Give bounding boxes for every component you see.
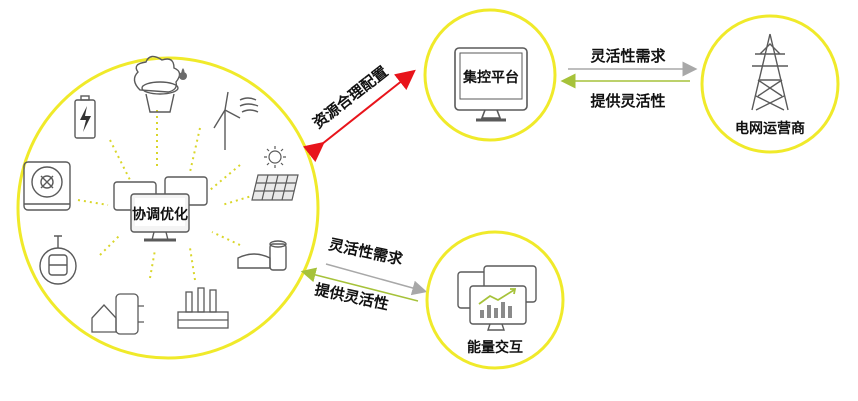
computer-icon bbox=[454, 47, 528, 122]
solar-panel-icon bbox=[251, 174, 299, 201]
control-platform-label: 集控平台 bbox=[462, 69, 519, 86]
chp-plant-icon bbox=[133, 55, 187, 113]
top-flex-demand-label: 灵活性需求 bbox=[590, 47, 666, 65]
ev-bus-icon bbox=[39, 235, 77, 285]
dashboard-monitors-icon bbox=[457, 265, 537, 331]
battery-icon bbox=[74, 95, 96, 139]
bottom-flex-supply-label: 提供灵活性 bbox=[313, 280, 390, 313]
radial-dotted-lines bbox=[77, 110, 256, 281]
grid-operator-label: 电网运营商 bbox=[735, 120, 805, 137]
top-flex-link: 灵活性需求 提供灵活性 bbox=[560, 47, 698, 110]
bottom-flex-demand-arrow bbox=[325, 263, 428, 296]
grid-operator-group: 电网运营商 bbox=[700, 14, 840, 154]
bottom-flex-supply-arrow bbox=[300, 267, 419, 302]
energy-exchange-group: 能量交互 bbox=[425, 230, 565, 370]
top-flex-supply-label: 提供灵活性 bbox=[590, 92, 665, 110]
coordination-group: 协调优化 bbox=[16, 55, 320, 360]
washing-machine-icon bbox=[23, 161, 71, 211]
resource-allocation-link: 资源合理配置 bbox=[302, 63, 416, 163]
sun-icon bbox=[264, 146, 286, 168]
wind-turbine-icon bbox=[213, 91, 259, 150]
water-heater-icon bbox=[91, 293, 144, 335]
energy-exchange-label: 能量交互 bbox=[467, 339, 523, 356]
coordination-label: 协调优化 bbox=[132, 206, 188, 223]
bottom-flex-demand-label: 灵活性需求 bbox=[327, 235, 405, 268]
control-platform-group: 集控平台 bbox=[423, 8, 557, 142]
bottom-flex-link: 灵活性需求 提供灵活性 bbox=[300, 235, 428, 314]
gas-tank-icon bbox=[237, 240, 287, 271]
resource-allocation-arrow bbox=[302, 69, 416, 163]
factory-icon bbox=[177, 287, 229, 329]
grid-operator-circle bbox=[700, 14, 840, 154]
transmission-tower-icon bbox=[751, 33, 789, 111]
monitor-cluster-icon bbox=[113, 176, 208, 242]
